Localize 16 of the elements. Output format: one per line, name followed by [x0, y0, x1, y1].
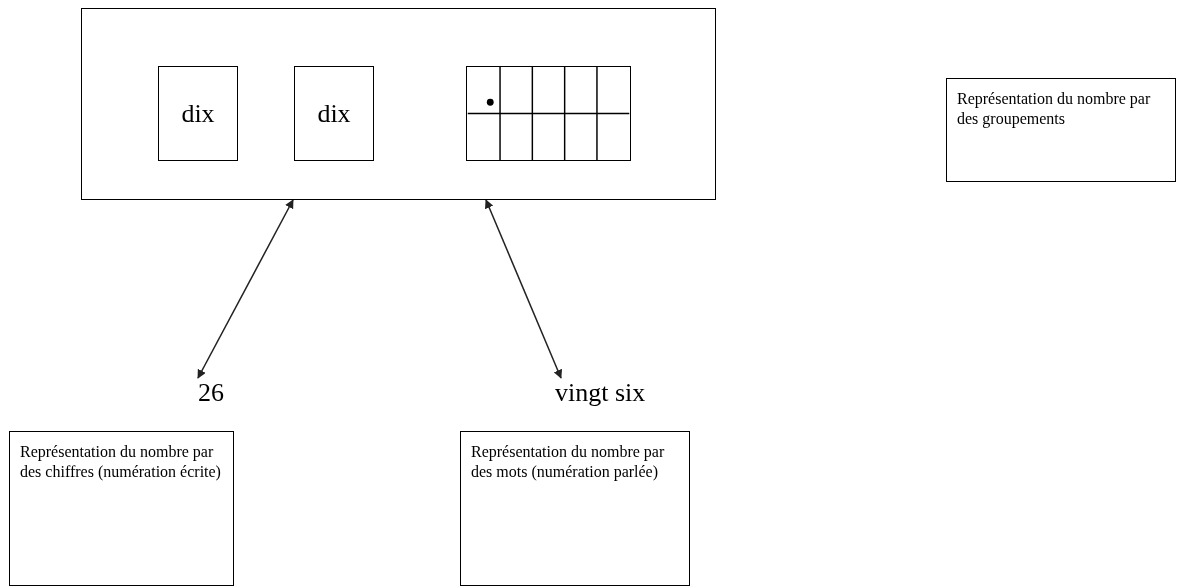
label-box — [946, 78, 1176, 182]
description-text: Représentation du nombre par des mots (numération parlée) — [471, 442, 666, 482]
grouping-frame — [81, 8, 716, 200]
word-text: dix — [317, 98, 351, 129]
double-arrow — [485, 199, 562, 379]
double-arrow — [197, 199, 294, 379]
label-box — [9, 431, 234, 586]
word-text: dix — [181, 98, 215, 129]
number-words-text: vingt six — [555, 378, 646, 408]
number-card — [294, 66, 374, 161]
description-text: Représentation du nombre par des groupements — [957, 89, 1152, 129]
number-text: 26 — [198, 378, 224, 408]
description-text: Représentation du nombre par des chiffres (numération écrite) — [20, 442, 222, 482]
ten-frame-grid — [466, 66, 631, 161]
number-card — [158, 66, 238, 161]
label-box — [460, 431, 690, 586]
